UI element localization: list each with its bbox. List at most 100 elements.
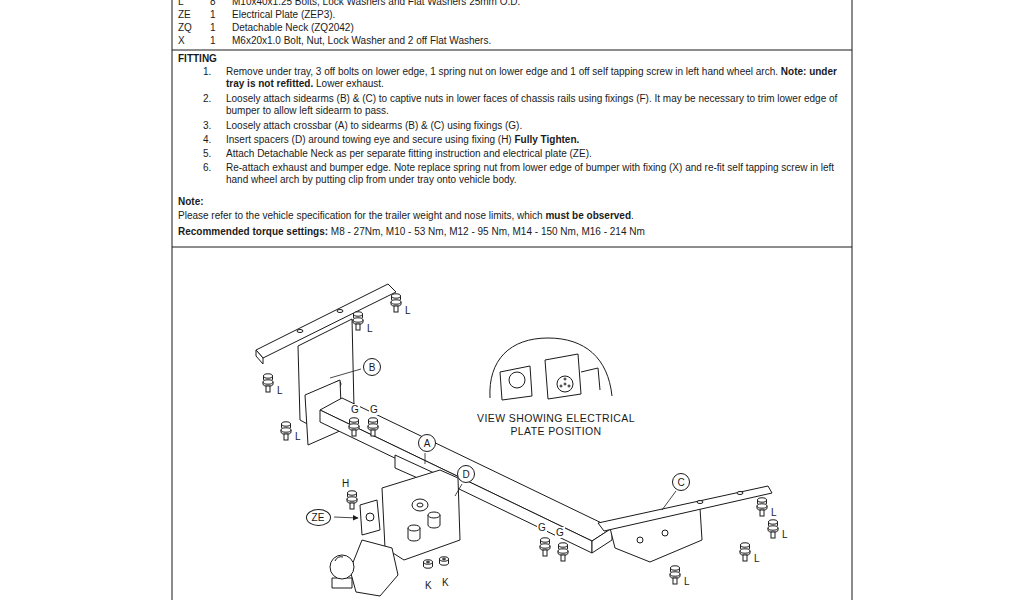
- fixing-letter: L: [754, 553, 760, 564]
- quantity-block: 1: [210, 22, 230, 34]
- step-text-block: Loosely attach sidearms (B) & (C) to cap…: [226, 93, 844, 117]
- fixing-letter-block: L: [366, 323, 374, 334]
- fixing-letter-block: L: [404, 305, 412, 316]
- fixing-letter: L: [295, 431, 301, 442]
- callout-letter: D: [462, 469, 469, 480]
- step-text: Lower exhaust.: [316, 78, 384, 89]
- quantity: 1: [210, 35, 216, 46]
- callout-circle: B: [363, 358, 381, 376]
- part-description: Electrical Plate (ZEP3).: [232, 9, 335, 20]
- step-text: Attach Detachable Neck as per separate f…: [226, 148, 592, 159]
- step-number: 6.: [203, 162, 211, 173]
- step-number-block: 4.: [203, 134, 223, 146]
- fixings: [263, 294, 778, 584]
- step-number-block: 3.: [203, 120, 223, 132]
- quantity-block: 1: [210, 9, 230, 21]
- callout-letter: ZE: [312, 512, 325, 523]
- torque-settings-block: Recommended torque settings:M8 - 27Nm, M…: [178, 226, 846, 238]
- fixing-letter-block: L: [770, 507, 778, 518]
- part-code: X: [178, 35, 185, 46]
- step-text-block: Insert spacers (D) around towing eye and…: [226, 134, 844, 146]
- fixing-letter-block: G: [369, 404, 379, 415]
- step-text: Loosely attach crossbar (A) to sidearms …: [226, 120, 522, 131]
- fixing-letter: L: [771, 507, 777, 518]
- view-caption: VIEW SHOWING ELECTRICAL PLATE POSITION: [477, 412, 635, 437]
- fixing-letter: G: [556, 527, 564, 538]
- step-text: Fully Tighten.: [515, 134, 580, 145]
- fixing-letter-block: L: [294, 431, 302, 442]
- fixing-letter: L: [277, 385, 283, 396]
- note-heading-block: Note:: [178, 196, 298, 208]
- fixing-letter: K: [442, 577, 449, 588]
- fixing-letter-block: L: [753, 553, 761, 564]
- step-text: Insert spacers (D) around towing eye and…: [226, 134, 512, 145]
- quantity: 8: [210, 0, 216, 7]
- step-text-block: Remove under tray, 3 off bolts on lower …: [226, 66, 844, 90]
- fixing-letter: G: [370, 404, 378, 415]
- fixing-letter: L: [367, 323, 373, 334]
- step-number: 1.: [203, 66, 211, 77]
- part-code: ZQ: [178, 22, 192, 33]
- part-code-block: ZE: [178, 9, 206, 21]
- detail-view: [490, 338, 612, 400]
- fixing-letter: L: [405, 305, 411, 316]
- towbar-parts: [256, 284, 772, 596]
- part-description-block: Detachable Neck (ZQ2042): [232, 22, 842, 34]
- callout-circle: A: [418, 434, 436, 452]
- part-code-block: L: [178, 0, 206, 8]
- callout-circle: ZE: [306, 509, 331, 526]
- fixing-letter-block: K: [424, 580, 433, 591]
- quantity: 1: [210, 9, 216, 20]
- callout-circle: D: [457, 465, 475, 483]
- step-number-block: 6.: [203, 162, 223, 174]
- step-text: Re-attach exhaust and bumper edge. Note …: [226, 162, 834, 185]
- note-heading: Note:: [178, 196, 204, 207]
- fixing-letter: K: [425, 580, 432, 591]
- fixing-letter: L: [782, 529, 788, 540]
- callout-letter: C: [677, 477, 684, 488]
- step-text-block: Loosely attach crossbar (A) to sidearms …: [226, 120, 844, 132]
- callout-circle: C: [672, 473, 690, 491]
- step-number-block: 1.: [203, 66, 223, 78]
- part-code-block: ZQ: [178, 22, 206, 34]
- fixing-letter-block: L: [781, 529, 789, 540]
- step-number: 5.: [203, 148, 211, 159]
- part-description-block: Electrical Plate (ZEP3).: [232, 9, 842, 21]
- part-description: Detachable Neck (ZQ2042): [232, 22, 354, 33]
- fixing-letter-block: G: [537, 522, 547, 533]
- note-text: Please refer to the vehicle specificatio…: [178, 210, 543, 221]
- step-number-block: 5.: [203, 148, 223, 160]
- callout-letter: A: [424, 438, 431, 449]
- step-number-block: 2.: [203, 93, 223, 105]
- leader-lines: [330, 369, 676, 518]
- section-heading-block: FITTING: [178, 53, 298, 65]
- fixing-letter-block: L: [276, 385, 284, 396]
- callout-letter: B: [369, 362, 376, 373]
- fixing-letter: H: [342, 478, 349, 489]
- fixing-letter: L: [684, 576, 690, 587]
- part-description: M6x20x1.0 Bolt, Nut, Lock Washer and 2 o…: [232, 35, 491, 46]
- part-code: L: [178, 0, 184, 7]
- fixing-letter: G: [351, 404, 359, 415]
- fixing-letter-block: H: [341, 478, 350, 489]
- step-text: Loosely attach sidearms (B) & (C) to cap…: [226, 93, 837, 116]
- view-caption-block: VIEW SHOWING ELECTRICAL PLATE POSITION: [466, 412, 646, 438]
- quantity: 1: [210, 22, 216, 33]
- torque-settings: Recommended torque settings:: [178, 226, 328, 237]
- note-text: must be observed: [545, 210, 631, 221]
- step-text: Remove under tray, 3 off bolts on lower …: [226, 66, 778, 77]
- note-text-block: Please refer to the vehicle specificatio…: [178, 210, 846, 222]
- part-description: M10x40x1.25 Bolts, Lock Washers and Flat…: [232, 0, 520, 7]
- part-code-block: X: [178, 35, 206, 47]
- part-description-block: M6x20x1.0 Bolt, Nut, Lock Washer and 2 o…: [232, 35, 842, 47]
- section-heading: FITTING: [178, 53, 217, 64]
- step-text-block: Re-attach exhaust and bumper edge. Note …: [226, 162, 844, 186]
- fixing-letter: G: [538, 522, 546, 533]
- fixing-letter-block: L: [683, 576, 691, 587]
- sheet-frame: [172, 0, 852, 600]
- part-code: ZE: [178, 9, 191, 20]
- fixing-letter-block: G: [555, 527, 565, 538]
